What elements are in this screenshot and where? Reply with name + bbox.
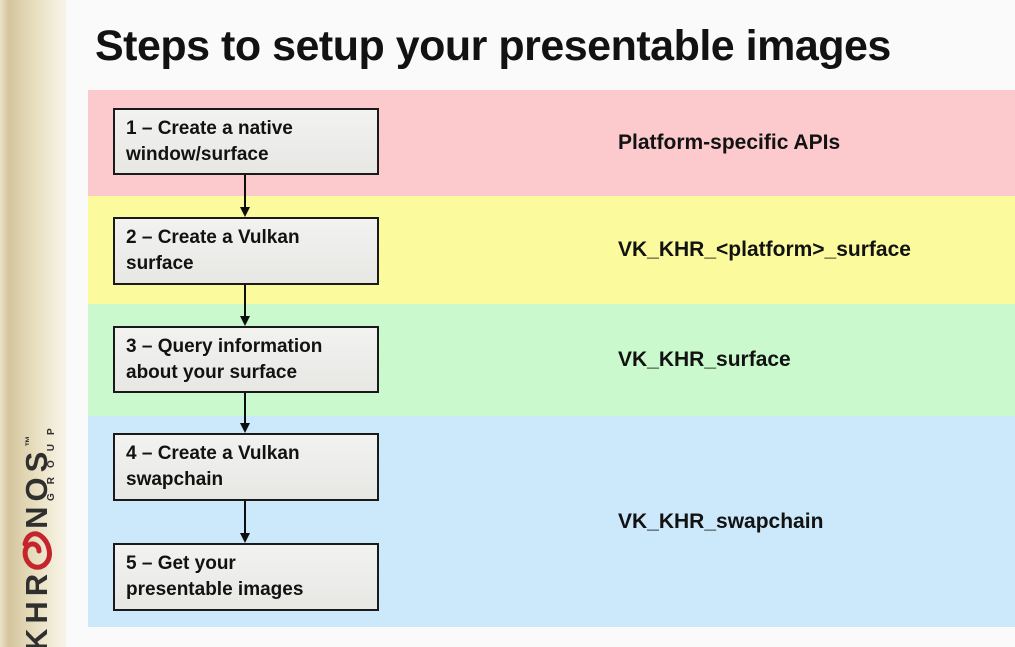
flow-step-4-line-1: 4 – Create a Vulkan [126,443,300,464]
band-platform-apis: Platform-specific APIs [88,90,1015,196]
band-label-vk-khr-swapchain: VK_KHR_swapchain [618,509,824,533]
band-vk-khr-surface: VK_KHR_surface [88,304,1015,416]
band-label-vk-khr-platform-surface: VK_KHR_<platform>_surface [618,238,911,261]
flow-step-3-box: 3 – Query information about your surface [113,326,379,393]
flow-step-2-line-2: surface [126,253,194,274]
flow-step-5-line-2: presentable images [126,579,304,600]
flow-step-2-line-1: 2 – Create a Vulkan [126,227,300,248]
flow-step-5-line-1: 5 – Get your [126,553,236,574]
trademark-symbol: ™ [24,435,36,447]
band-label-vk-khr-surface: VK_KHR_surface [618,348,791,371]
slide-edge-decoration: KHRNOS™ GROUP [0,0,66,647]
khronos-logo-group-text: GROUP [46,419,57,501]
flow-arrow-1-2 [240,175,250,217]
flow-step-1-line-2: window/surface [126,144,269,165]
flow-arrow-4-5 [240,501,250,543]
flow-step-5-box: 5 – Get your presentable images [113,543,379,611]
flow-step-4-line-2: swapchain [126,469,224,490]
flow-step-1-line-1: 1 – Create a native [126,118,293,139]
flow-step-4-box: 4 – Create a Vulkan swapchain [113,433,379,501]
khronos-swirl-icon [22,531,52,570]
flow-arrow-2-3 [240,285,250,326]
flow-arrow-3-4 [240,393,250,433]
khronos-logo-prefix: KHR [19,568,54,647]
slide-title: Steps to setup your presentable images [95,22,891,70]
flow-step-3-line-1: 3 – Query information [126,336,323,357]
flow-step-2-box: 2 – Create a Vulkan surface [113,217,379,285]
band-label-platform-apis: Platform-specific APIs [618,131,841,154]
flow-step-1-box: 1 – Create a native window/surface [113,108,379,175]
khronos-logo: KHRNOS™ [13,436,54,647]
flow-step-3-line-2: about your surface [126,362,298,383]
